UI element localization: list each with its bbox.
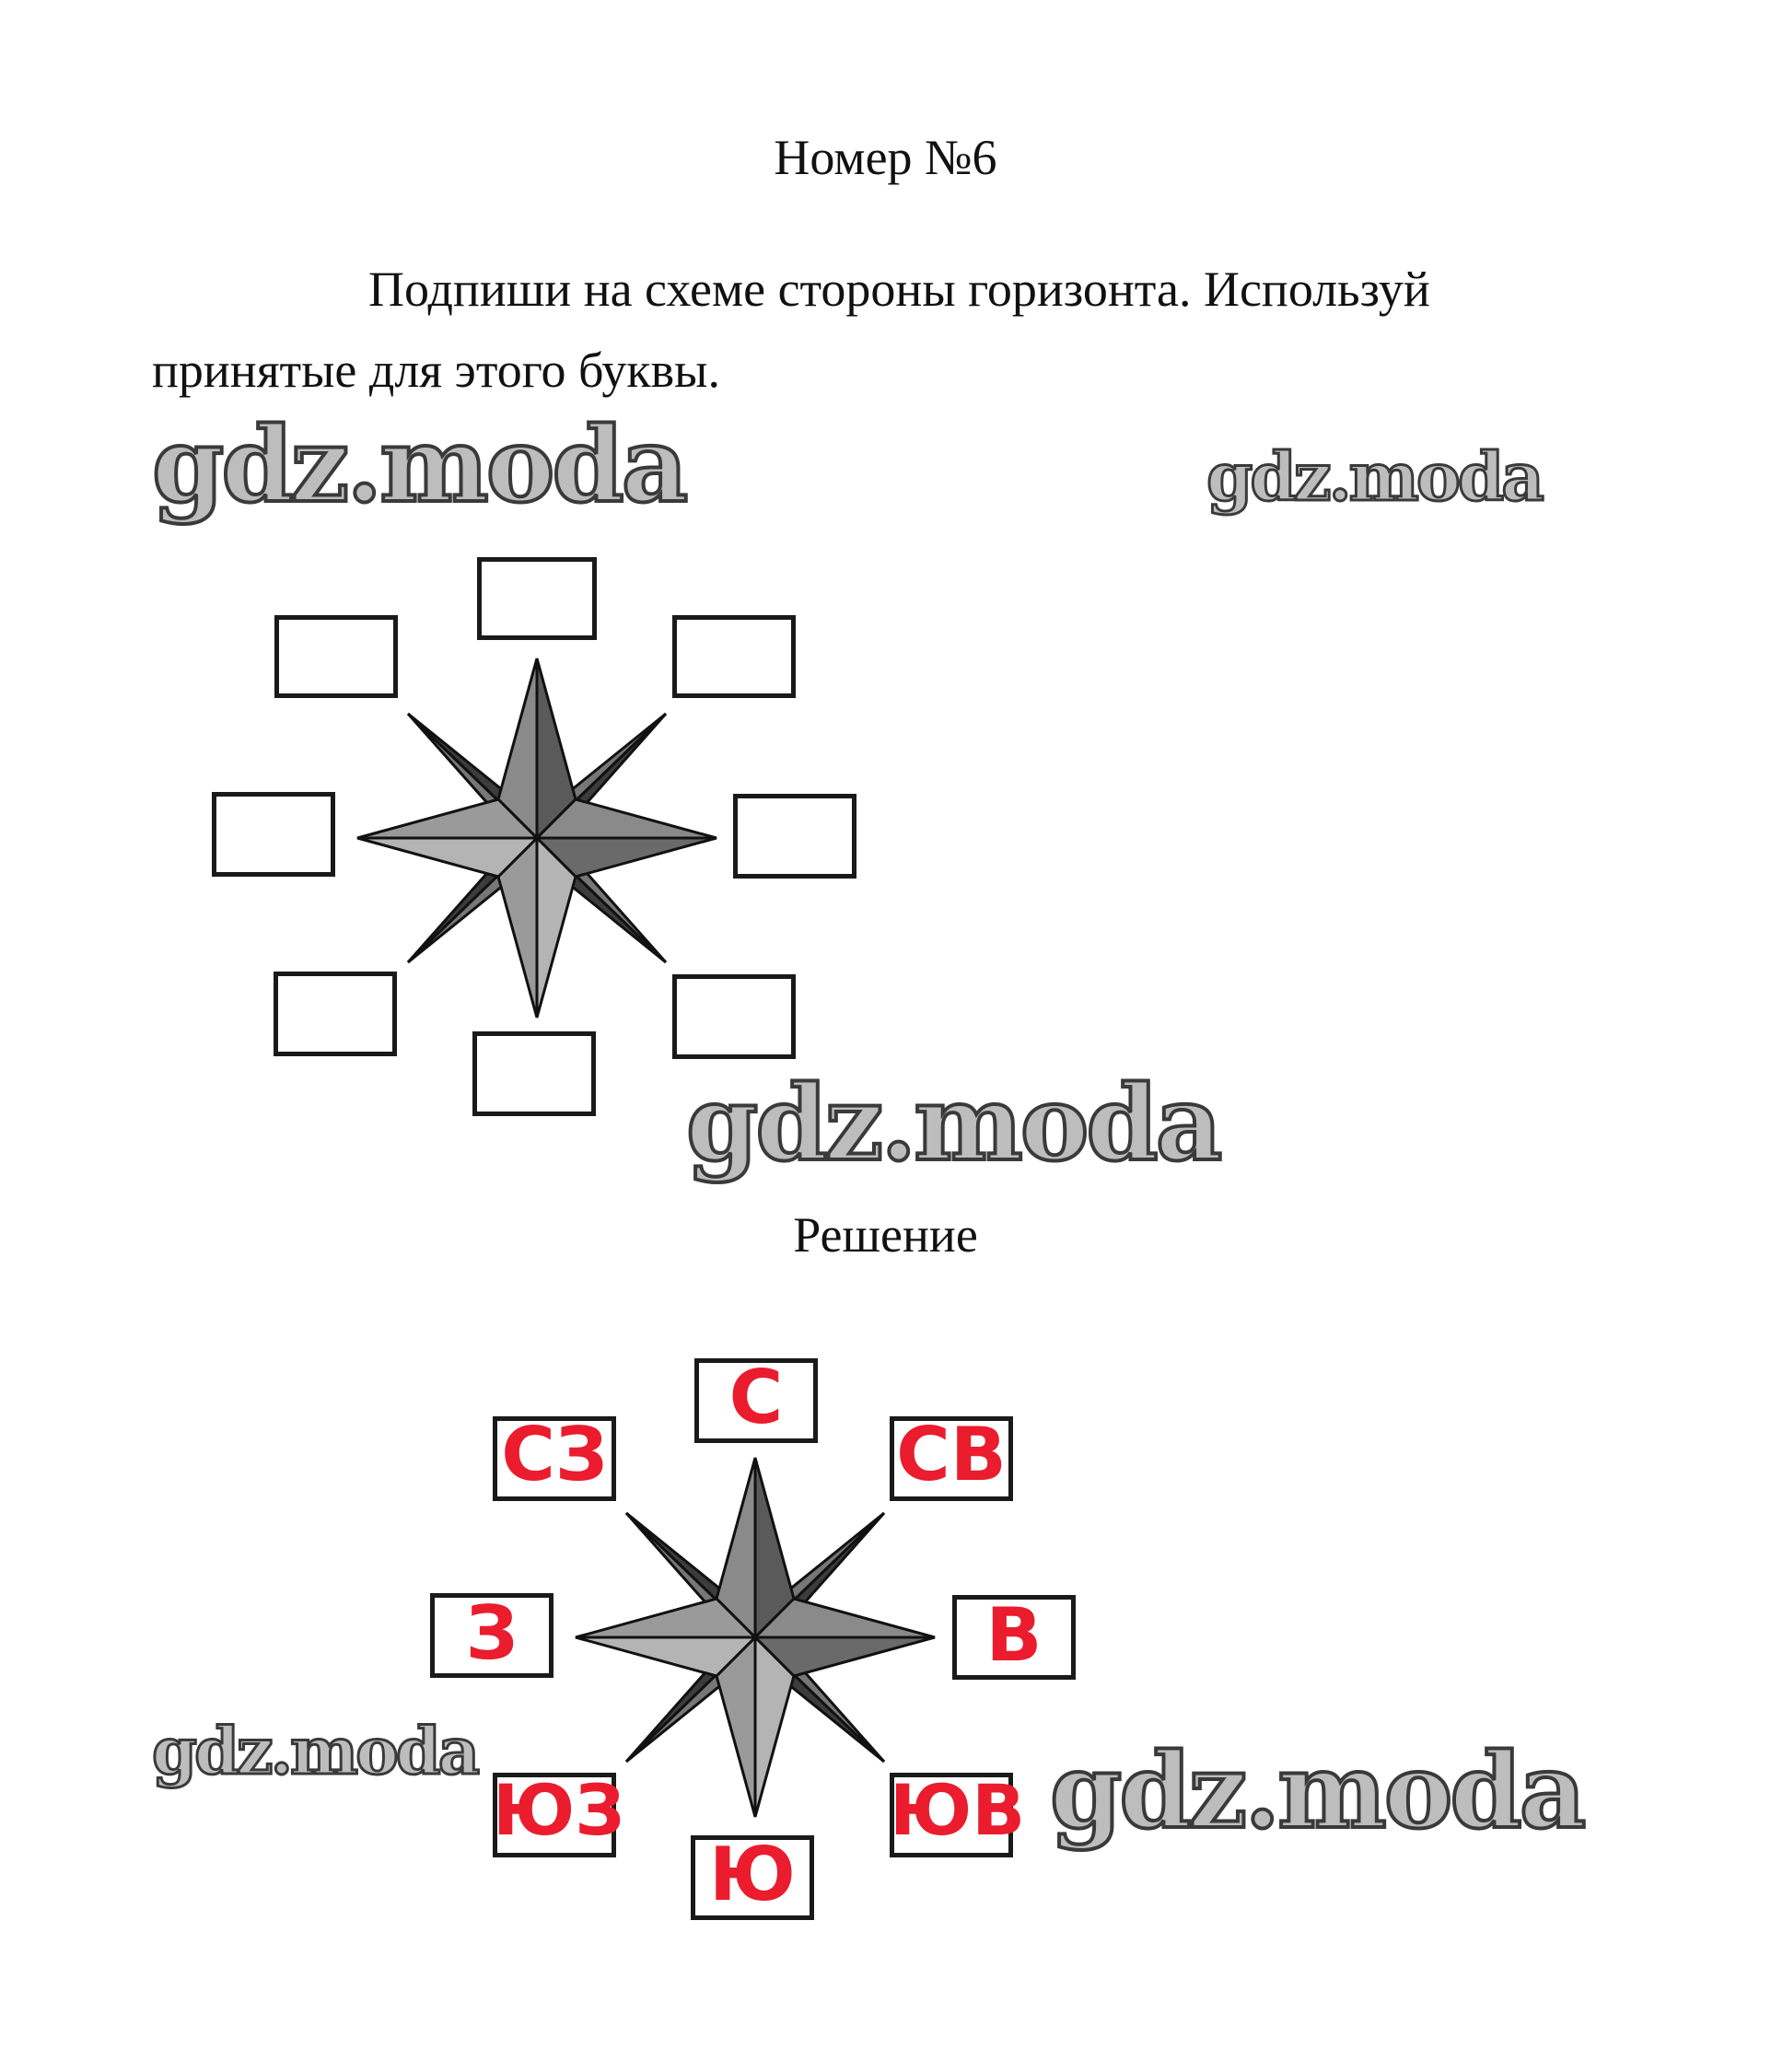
answer-nw: СЗ — [501, 1412, 608, 1497]
watermark: gdz.moda — [684, 1062, 1224, 1186]
answer-box-s — [691, 1835, 814, 1920]
solution-heading: Решение — [793, 1207, 978, 1263]
watermark: gdz.moda — [150, 403, 690, 528]
answer-box-n[interactable] — [477, 557, 597, 640]
page-title: Номер №6 — [774, 130, 997, 185]
watermark: gdz.moda — [1048, 1729, 1588, 1854]
answer-box-ne[interactable] — [672, 615, 796, 698]
answer-se: ЮВ — [890, 1769, 1026, 1851]
answer-n: С — [728, 1355, 784, 1440]
answer-box-n — [694, 1358, 818, 1443]
task-line-2: принятые для этого буквы. — [152, 343, 720, 398]
answer-w: З — [465, 1590, 518, 1676]
watermark: gdz.moda — [150, 1712, 481, 1791]
answer-box-e[interactable] — [733, 794, 856, 879]
answer-box-w[interactable] — [212, 792, 335, 877]
answer-s: Ю — [709, 1832, 796, 1917]
task-text: Подпиши на схеме стороны горизонта. Испо… — [152, 249, 1625, 411]
answer-box-sw — [493, 1773, 616, 1857]
answer-box-nw — [493, 1416, 616, 1501]
answer-box-w — [430, 1593, 553, 1678]
answer-box-nw[interactable] — [274, 615, 398, 698]
answer-e: В — [985, 1592, 1043, 1678]
answer-box-se[interactable] — [672, 974, 796, 1059]
answer-box-se — [890, 1773, 1013, 1857]
answer-sw: ЮЗ — [493, 1769, 625, 1851]
answer-box-sw[interactable] — [274, 972, 397, 1056]
task-line-1: Подпиши на схеме стороны горизонта. Испо… — [368, 262, 1430, 317]
answer-box-ne — [890, 1416, 1013, 1501]
watermark: gdz.moda — [1206, 437, 1546, 518]
answer-box-s[interactable] — [472, 1031, 596, 1116]
answer-box-e — [952, 1595, 1076, 1680]
answer-ne: СВ — [896, 1412, 1007, 1497]
